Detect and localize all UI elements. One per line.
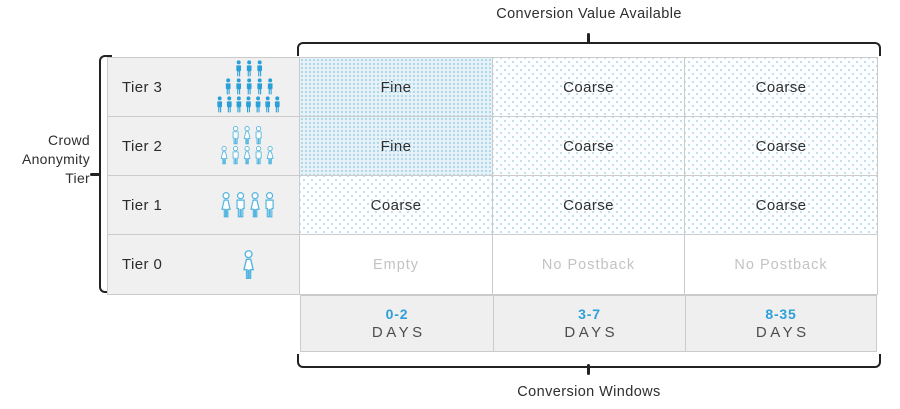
window-unit: DAYS: [371, 324, 426, 341]
cell-value: No Postback: [541, 256, 636, 273]
tier-row-3-header: Tier 3: [108, 58, 300, 117]
cell-tier0-win1: Empty: [300, 235, 493, 294]
tier-row-1-header: Tier 1: [108, 176, 300, 235]
cell-value: No Postback: [734, 256, 828, 273]
tier-1-label: Tier 1: [122, 196, 163, 214]
window-range: 0-2: [385, 306, 409, 322]
cell-value: Fine: [380, 78, 412, 96]
cell-tier0-win3: No Postback: [685, 235, 877, 294]
crowd-tier2-group-icon: [207, 126, 289, 166]
cell-value: Coarse: [563, 137, 614, 155]
bottom-brace-notch: [587, 364, 590, 375]
cell-tier3-win2: Coarse: [493, 58, 685, 117]
conversion-windows-row: 0-2 DAYS 3-7 DAYS 8-35 DAYS: [300, 295, 877, 352]
cell-value: Coarse: [563, 196, 614, 214]
tier-row-0-header: Tier 0: [108, 235, 300, 294]
crowd-anonymity-tier-label: Crowd Anonymity Tier: [21, 132, 90, 186]
tier-row-2-header: Tier 2: [108, 117, 300, 176]
cell-tier3-win1: Fine: [300, 58, 493, 117]
tier-2-label: Tier 2: [122, 137, 163, 155]
window-8-35-days: 8-35 DAYS: [685, 296, 876, 351]
cell-value: Empty: [372, 256, 420, 273]
cell-value: Coarse: [370, 196, 422, 214]
cell-tier3-win3: Coarse: [685, 58, 877, 117]
window-unit: DAYS: [755, 324, 810, 341]
window-0-2-days: 0-2 DAYS: [301, 296, 493, 351]
window-range: 3-7: [578, 306, 601, 322]
left-brace-notch: [90, 173, 100, 176]
cell-value: Coarse: [755, 196, 807, 214]
window-3-7-days: 3-7 DAYS: [493, 296, 685, 351]
conversion-value-title: Conversion Value Available: [496, 6, 682, 22]
cell-value: Coarse: [563, 78, 614, 96]
cell-tier0-win2: No Postback: [493, 235, 685, 294]
window-range: 8-35: [765, 306, 797, 322]
top-brace: [297, 42, 881, 56]
crowd-tier3-pyramid-icon: [207, 60, 289, 114]
cell-value: Coarse: [755, 137, 807, 155]
cell-tier1-win1: Coarse: [300, 176, 493, 235]
conversion-windows-title: Conversion Windows: [517, 384, 661, 400]
crowd-tier1-row-icon: [207, 191, 289, 219]
tier-0-label: Tier 0: [122, 256, 163, 273]
cell-value: Fine: [380, 137, 412, 155]
window-unit: DAYS: [564, 324, 619, 341]
tier-matrix: Tier 3: [107, 57, 878, 295]
cell-tier2-win2: Coarse: [493, 117, 685, 176]
cell-tier2-win1: Fine: [300, 117, 493, 176]
tier-3-label: Tier 3: [122, 78, 163, 96]
top-brace-notch: [587, 33, 590, 44]
cell-tier1-win3: Coarse: [685, 176, 877, 235]
cell-tier1-win2: Coarse: [493, 176, 685, 235]
person-single-icon: [207, 249, 289, 280]
cell-tier2-win3: Coarse: [685, 117, 877, 176]
cell-value: Coarse: [755, 78, 807, 96]
left-brace: [99, 55, 112, 293]
